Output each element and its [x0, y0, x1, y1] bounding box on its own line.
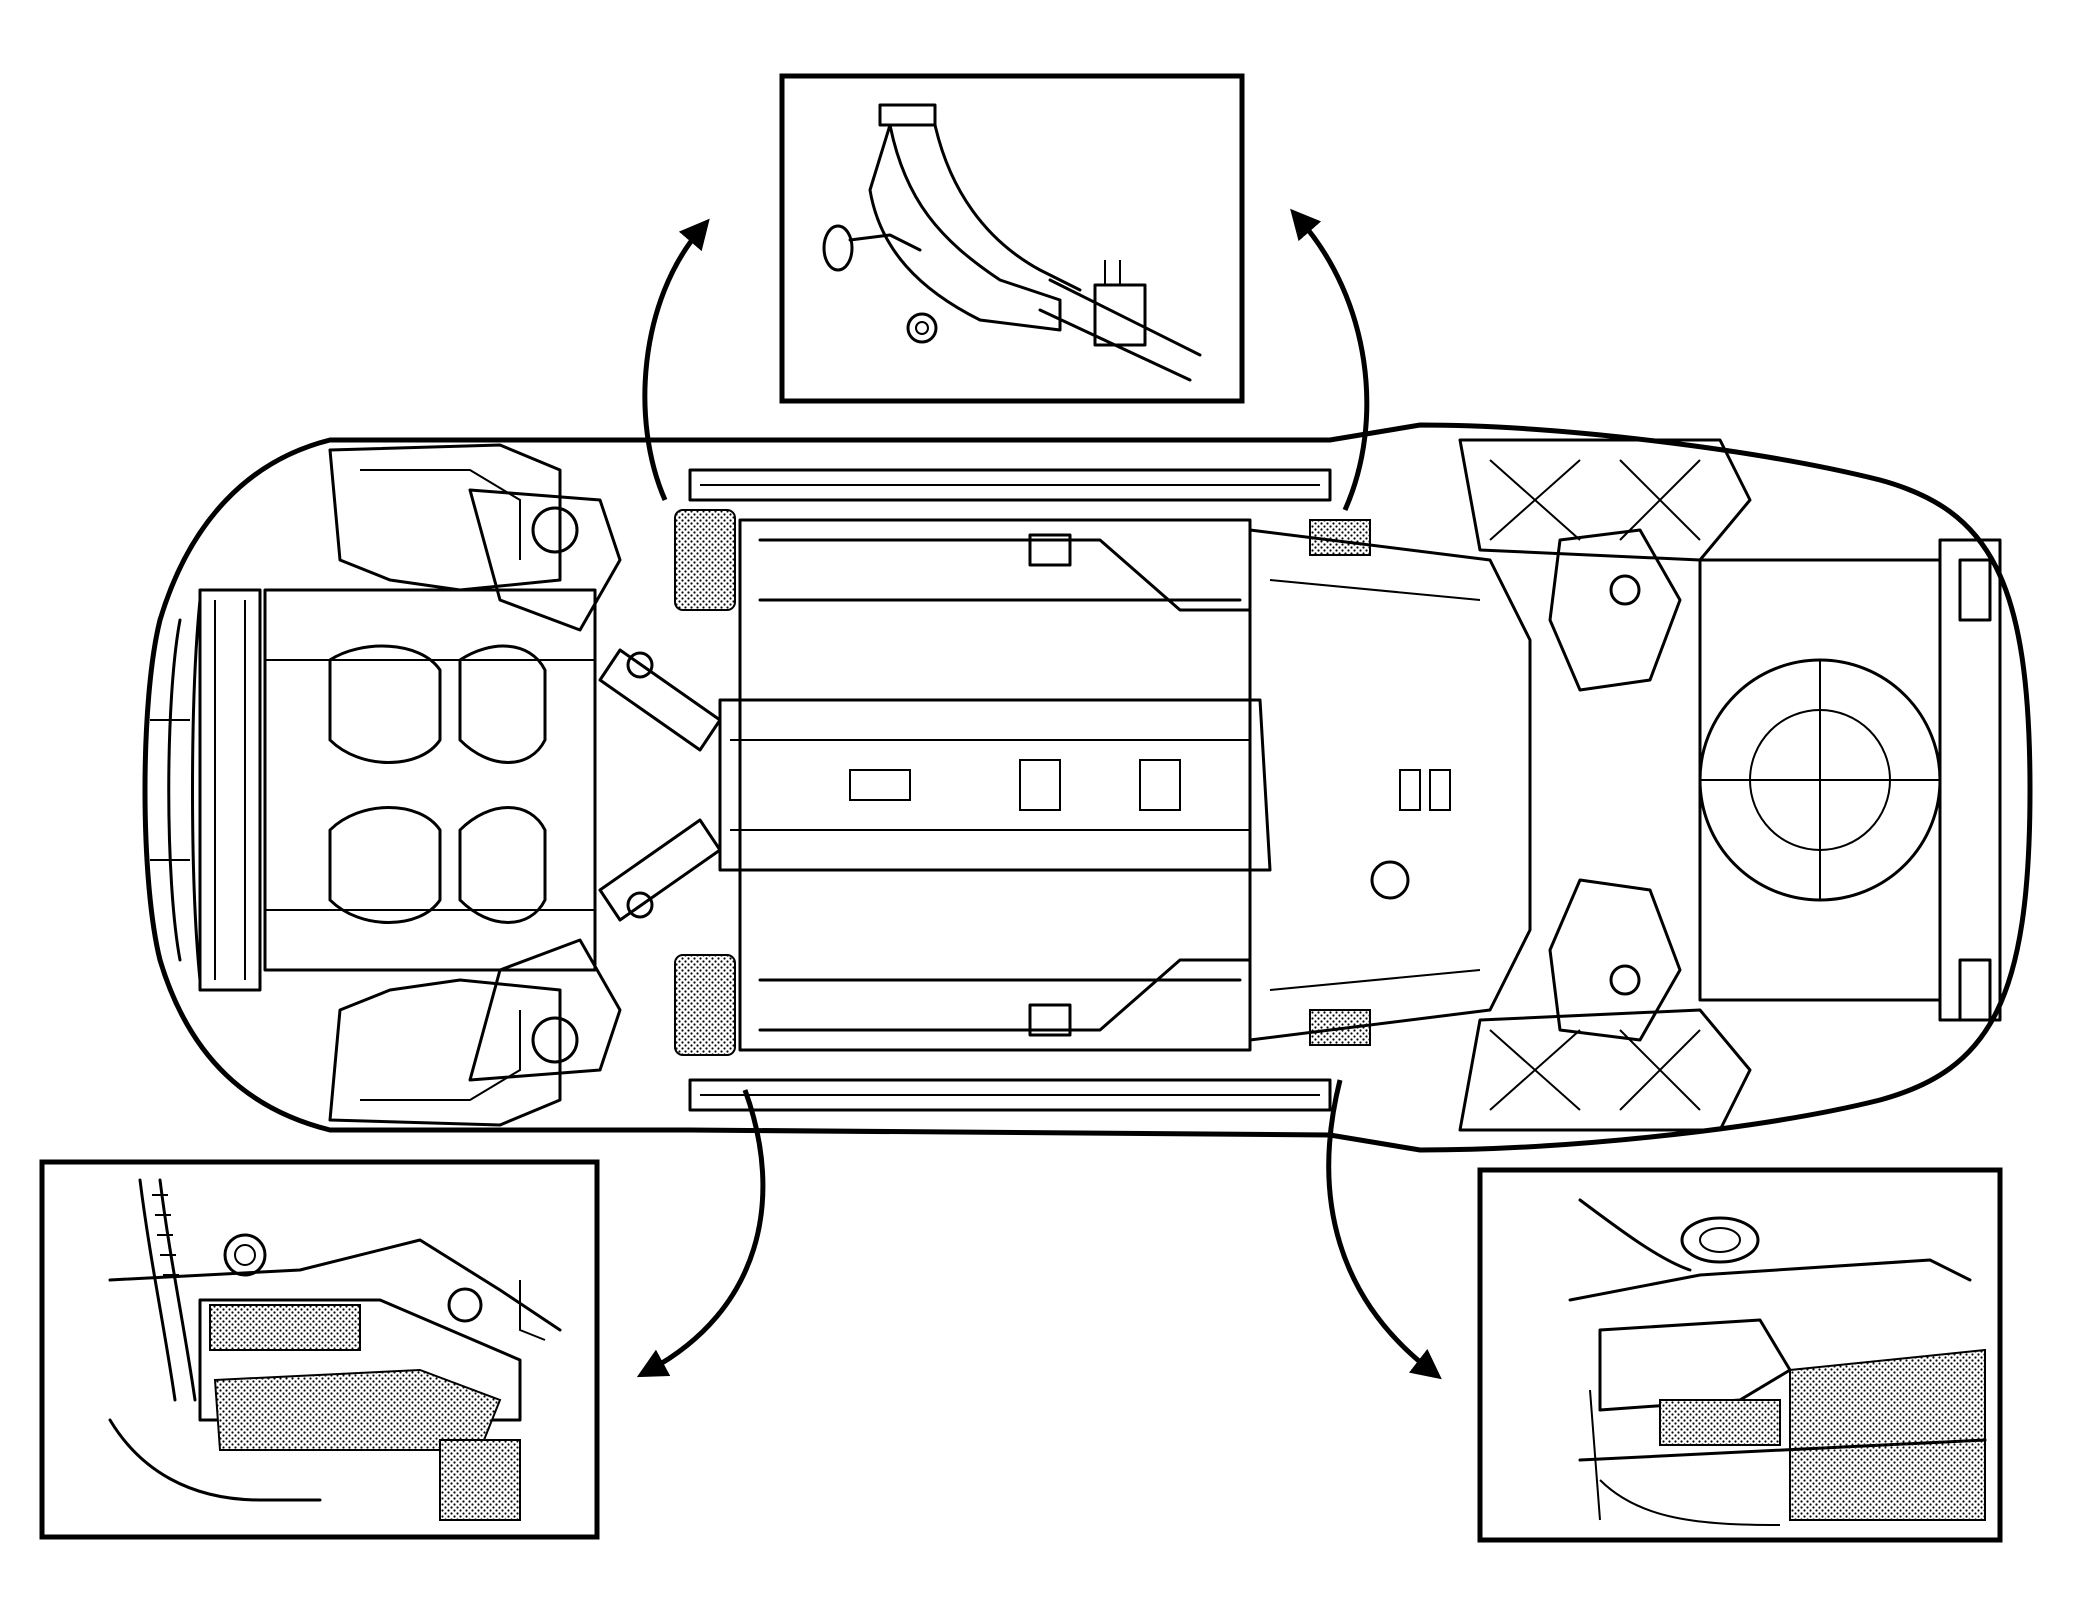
- callout-rear-right-lift-point: [1477, 1167, 2003, 1543]
- jack-stand-detail-icon: [822, 103, 1202, 382]
- front-lift-pad-lower: [674, 954, 736, 1056]
- rear-knuckle-lower: [1548, 878, 1682, 1042]
- arrows: [636, 208, 1442, 1380]
- front-control-arm-lower: [468, 938, 622, 1082]
- front-bumper-beam: [198, 588, 262, 992]
- front-lift-pad-upper: [674, 509, 736, 611]
- rear-knuckle-upper: [1548, 528, 1682, 692]
- callout-front-left-lift-point: [39, 1159, 600, 1540]
- rear-pinch-weld-detail-icon: [1568, 1198, 1987, 1526]
- rocker-panel-lower: [688, 1078, 1332, 1112]
- rear-lift-pad-detail: [1659, 1399, 1781, 1446]
- body-outline: [142, 422, 2033, 1153]
- front-subframe: [263, 588, 597, 972]
- rear-subframe: [1248, 528, 1532, 1042]
- arrow-rear-lower-to-right-callout: [1326, 1079, 1442, 1380]
- rear-wheel-well-upper: [1458, 438, 1752, 562]
- rear-wheel-well-lower: [1458, 1008, 1752, 1132]
- floor-pan: [738, 518, 1252, 1052]
- arrow-rear-upper-to-top-callout: [1290, 208, 1370, 512]
- callout-top: [779, 73, 1245, 404]
- rocker-panel-upper: [688, 468, 1332, 502]
- front-wheel-well-upper: [328, 443, 562, 592]
- front-control-arm-upper: [468, 488, 622, 632]
- arrow-front-upper-to-top-callout: [642, 218, 710, 502]
- front-pinch-weld-detail-icon: [108, 1178, 562, 1521]
- center-tunnel: [718, 698, 1272, 872]
- vehicle-underbody: [142, 422, 2033, 1153]
- front-wheel-well-lower: [328, 978, 562, 1127]
- arrow-front-lower-to-left-callout: [636, 1089, 766, 1378]
- front-lift-pad-detail: [209, 1304, 361, 1351]
